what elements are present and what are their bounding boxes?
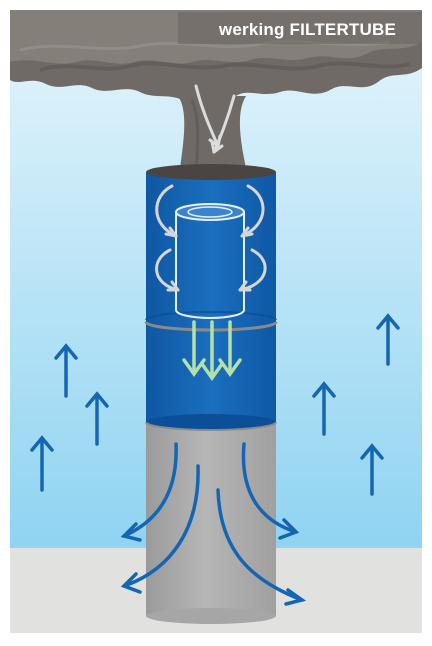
exhaust-icon (120, 442, 307, 606)
filter-cartridge (175, 203, 245, 319)
diagram-title: werking FILTERTUBE (218, 20, 396, 39)
ambient-air-left-icon (30, 343, 109, 492)
smoke-flow-icon (194, 84, 236, 154)
smoke-inflow-icon (155, 184, 267, 292)
title-banner (178, 12, 422, 44)
tube-base (146, 422, 276, 624)
ambient-air-right-icon (312, 313, 400, 496)
clean-air-icon (182, 320, 242, 382)
